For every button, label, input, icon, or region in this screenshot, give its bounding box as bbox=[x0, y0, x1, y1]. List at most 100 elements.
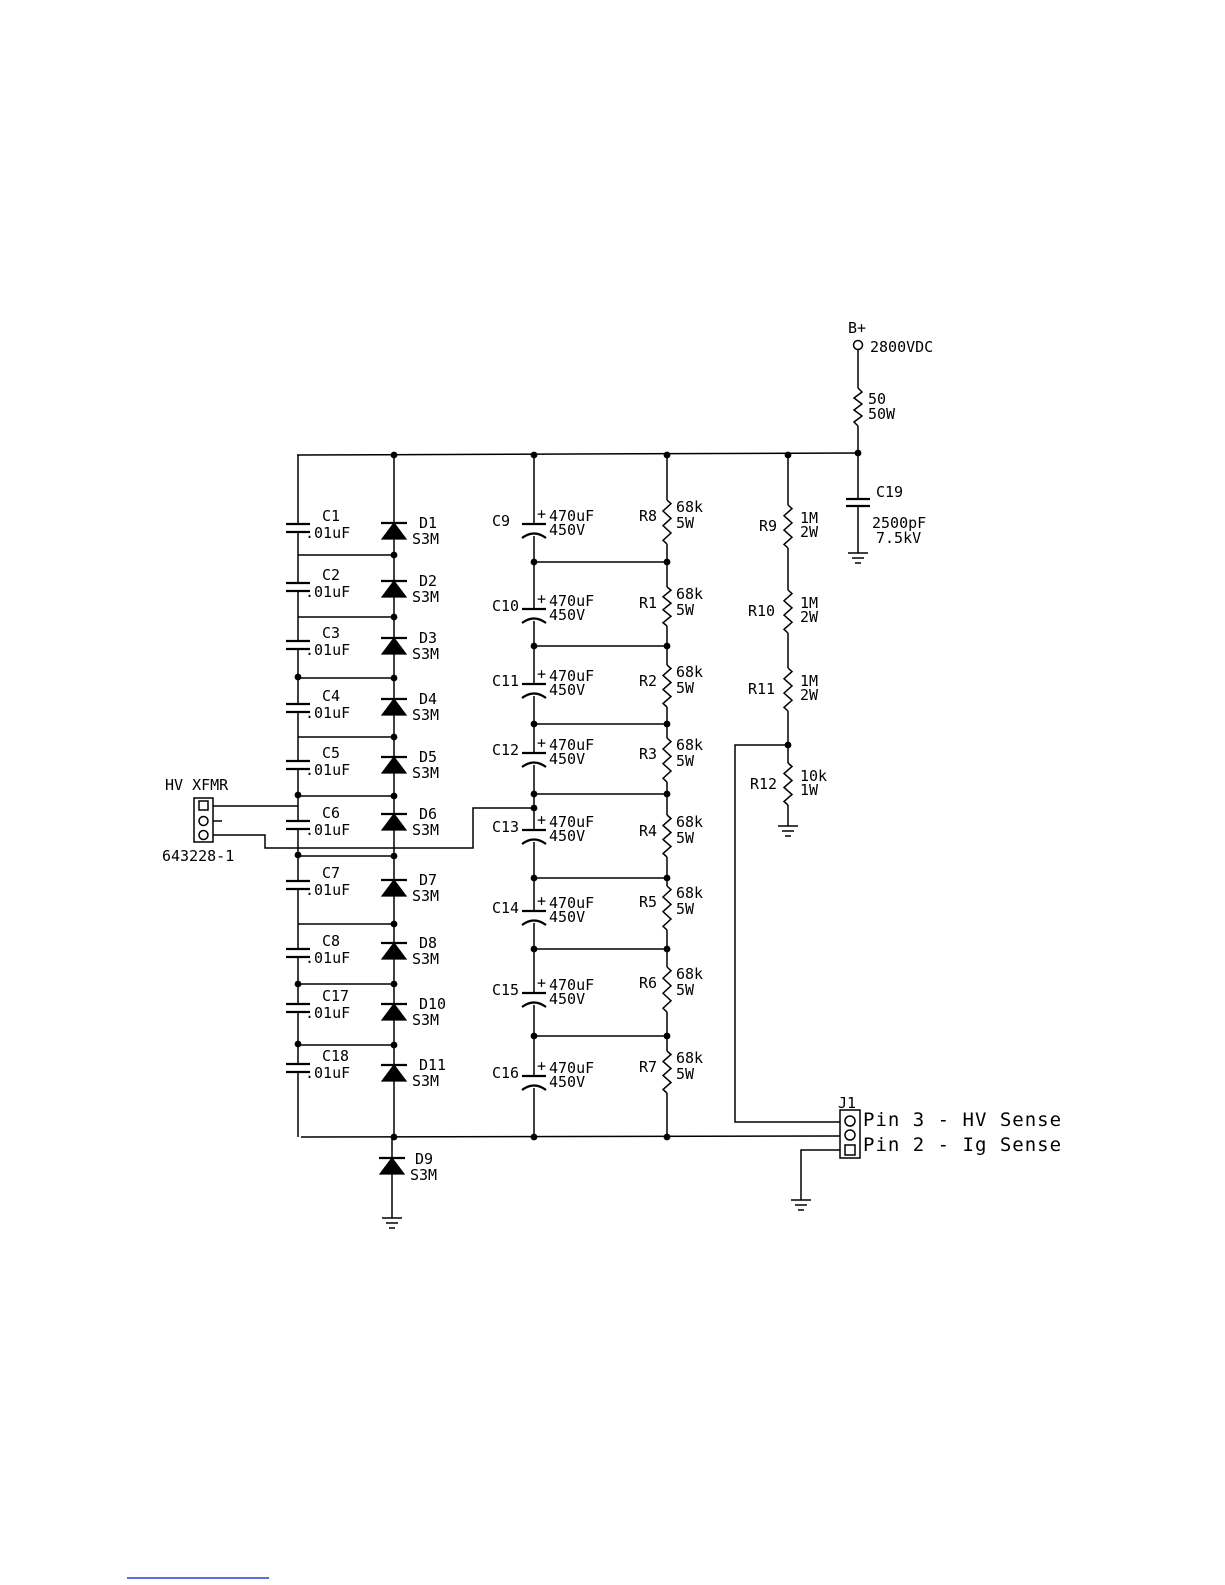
diode-part: S3M bbox=[412, 764, 439, 782]
cap-rating: 450V bbox=[549, 1073, 585, 1091]
cap-ref: C9 bbox=[492, 512, 510, 530]
j1-pin3-label: Pin 3 - HV Sense bbox=[863, 1109, 1062, 1131]
junction-dot bbox=[784, 451, 792, 459]
resistor-value: 68k bbox=[676, 813, 703, 831]
cap-gap bbox=[284, 582, 312, 592]
diode-body bbox=[380, 580, 408, 598]
cap-ref: C16 bbox=[492, 1064, 519, 1082]
resistor-body bbox=[782, 762, 794, 806]
resistor-value: 68k bbox=[676, 663, 703, 681]
cap-gap bbox=[520, 992, 548, 1005]
cap-ref: C11 bbox=[492, 672, 519, 690]
capacitor-c3: C3.01uF bbox=[284, 624, 350, 659]
junction-dot bbox=[663, 945, 671, 953]
resistor-ref: R10 bbox=[748, 602, 775, 620]
ground-j1 bbox=[791, 1199, 811, 1211]
resistor-ref: R4 bbox=[639, 822, 657, 840]
capacitor-c5: C5.01uF bbox=[284, 744, 350, 779]
resistor-body bbox=[782, 667, 794, 712]
resistor-body bbox=[661, 814, 673, 858]
resistor-value: 68k bbox=[676, 965, 703, 983]
resistor-power: 5W bbox=[676, 601, 695, 619]
junction-dot bbox=[390, 1041, 398, 1049]
diode-part: S3M bbox=[412, 950, 439, 968]
cap-ref: C14 bbox=[492, 899, 519, 917]
capacitor-c7: C7.01uF bbox=[284, 864, 350, 899]
cap-curved-plate bbox=[521, 617, 547, 624]
cap-gap bbox=[284, 523, 312, 533]
cap-curved-plate bbox=[521, 692, 547, 699]
cap-value: 470uF bbox=[549, 976, 594, 994]
diode-d9: D9 S3M bbox=[378, 1135, 437, 1218]
resistor-power: 5W bbox=[676, 981, 695, 999]
diode-ref: D10 bbox=[419, 995, 446, 1013]
transformer-name: HV XFMR bbox=[165, 776, 229, 794]
resistor-power: 1W bbox=[800, 781, 819, 799]
resistor-power: 2W bbox=[800, 608, 819, 626]
junction-dot bbox=[663, 642, 671, 650]
junction-dot bbox=[390, 852, 398, 860]
cap-curved-plate bbox=[521, 838, 547, 845]
cap-ref: C12 bbox=[492, 741, 519, 759]
cap-curved-plate bbox=[521, 532, 547, 539]
resistor-body bbox=[661, 499, 673, 545]
junction-dot bbox=[390, 980, 398, 988]
diode-part: S3M bbox=[412, 588, 439, 606]
c19-ref: C19 bbox=[876, 483, 903, 501]
cap-value: 470uF bbox=[549, 736, 594, 754]
diode-body bbox=[380, 756, 408, 774]
resistor-ref: R8 bbox=[639, 507, 657, 525]
cap-ref: C1 bbox=[322, 507, 340, 525]
resistor-body bbox=[661, 664, 673, 708]
cap-gap bbox=[520, 1075, 548, 1088]
junction-dot bbox=[663, 451, 671, 459]
capacitor-c17: C17.01uF bbox=[284, 987, 350, 1022]
diode-ref: D11 bbox=[419, 1056, 446, 1074]
cap-gap bbox=[284, 1003, 312, 1013]
cap-polarity: + bbox=[537, 665, 546, 683]
resistor-ref: R3 bbox=[639, 745, 657, 763]
resistor-body bbox=[661, 586, 673, 627]
resistor-value: 1M bbox=[800, 594, 818, 612]
cap-ref: C17 bbox=[322, 987, 349, 1005]
junction-dot bbox=[854, 449, 862, 457]
cap-gap bbox=[284, 640, 312, 650]
resistor-value: 68k bbox=[676, 1049, 703, 1067]
junction-dot bbox=[663, 874, 671, 882]
cap-ref: C6 bbox=[322, 804, 340, 822]
cap-curved-plate bbox=[521, 1001, 547, 1008]
diode-body bbox=[380, 698, 408, 716]
diode-ref: D7 bbox=[419, 871, 437, 889]
cap-ref: C8 bbox=[322, 932, 340, 950]
cap-ref: C5 bbox=[322, 744, 340, 762]
cap-value: .01uF bbox=[305, 1004, 350, 1022]
j1-pin2-label: Pin 2 - Ig Sense bbox=[863, 1134, 1062, 1156]
supply-name: B+ bbox=[848, 319, 866, 337]
cap-rating: 450V bbox=[549, 521, 585, 539]
capacitor-c4: C4.01uF bbox=[284, 687, 350, 722]
supply-voltage: 2800VDC bbox=[870, 338, 933, 356]
d9-part: S3M bbox=[410, 1166, 437, 1184]
diode-part: S3M bbox=[412, 1072, 439, 1090]
cap-polarity: + bbox=[537, 1057, 546, 1075]
ground-d9 bbox=[382, 1217, 402, 1229]
cap-rating: 450V bbox=[549, 990, 585, 1008]
resistor-ref: R5 bbox=[639, 893, 657, 911]
